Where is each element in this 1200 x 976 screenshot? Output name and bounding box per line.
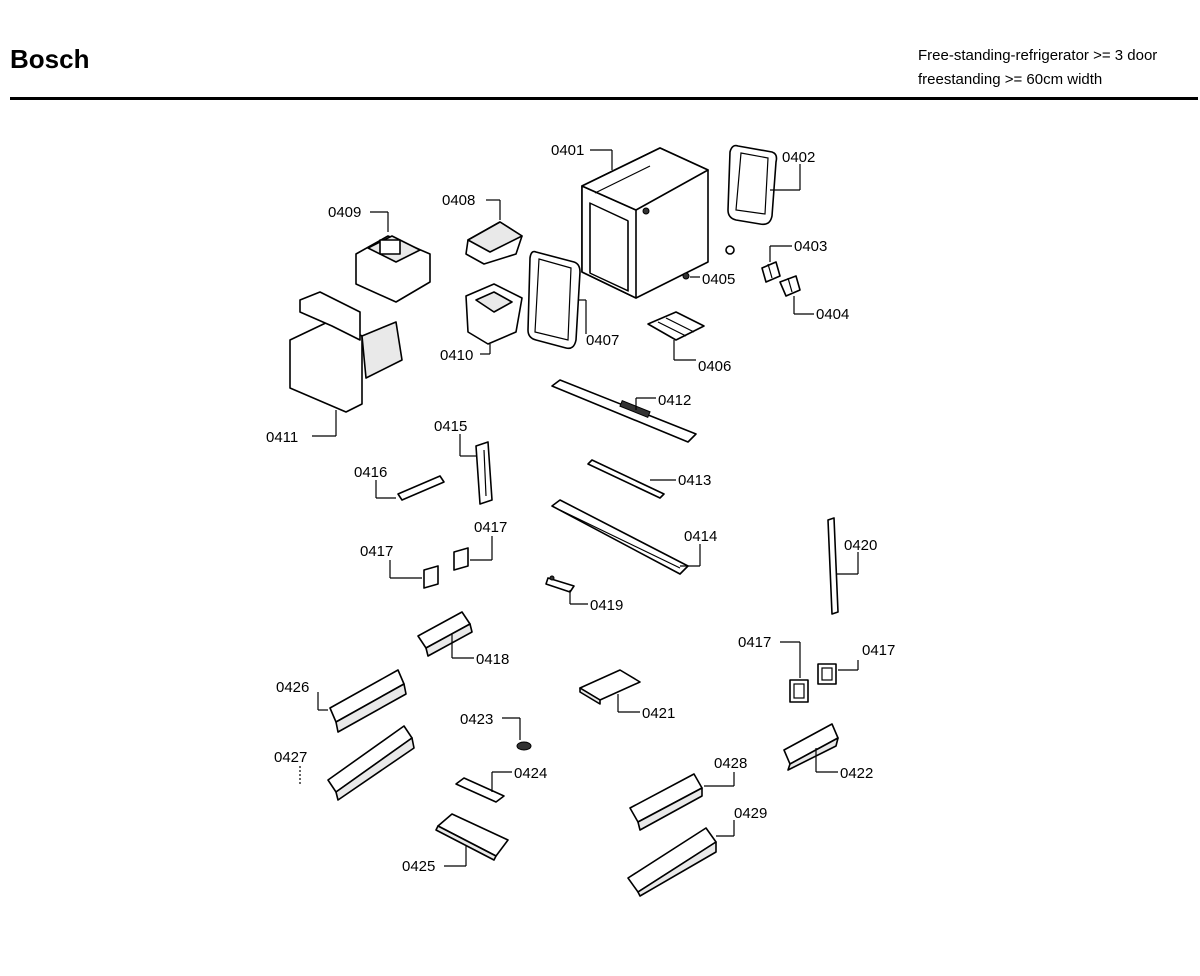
label-0417-c: 0417 <box>738 634 771 651</box>
part-0417-clip-b[interactable] <box>453 547 469 571</box>
part-0419-latch[interactable] <box>545 575 575 593</box>
part-0429-bracket[interactable] <box>627 827 717 897</box>
part-0412-control-panel[interactable] <box>551 379 697 443</box>
label-0412: 0412 <box>658 392 691 409</box>
label-0403: 0403 <box>794 238 827 255</box>
label-0418: 0418 <box>476 651 509 668</box>
category-line-2: freestanding >= 60cm width <box>918 71 1103 88</box>
part-0427-bracket[interactable] <box>327 725 415 801</box>
label-0402: 0402 <box>782 149 815 166</box>
label-0423: 0423 <box>460 711 493 728</box>
part-0425-tray[interactable] <box>435 813 509 861</box>
part-0403-bracket[interactable] <box>761 261 781 283</box>
part-0406-grille[interactable] <box>647 311 705 341</box>
label-0429: 0429 <box>734 805 767 822</box>
part-0404-clip[interactable] <box>779 275 801 297</box>
label-0426: 0426 <box>276 679 309 696</box>
label-0406: 0406 <box>698 358 731 375</box>
header-divider <box>10 97 1198 100</box>
part-0426-bracket[interactable] <box>329 669 407 733</box>
label-0408: 0408 <box>442 192 475 209</box>
label-0414: 0414 <box>684 528 717 545</box>
part-0423-button[interactable] <box>516 741 532 751</box>
part-0417-clip-c[interactable] <box>789 679 809 703</box>
part-0428-bracket[interactable] <box>629 773 703 831</box>
label-0401: 0401 <box>551 142 584 159</box>
part-0418-bracket[interactable] <box>417 611 473 657</box>
label-0419: 0419 <box>590 597 623 614</box>
label-0420: 0420 <box>844 537 877 554</box>
part-0405-screw[interactable] <box>682 245 735 280</box>
part-0420-rod[interactable] <box>827 517 839 615</box>
part-0409-control-module[interactable] <box>355 235 431 303</box>
label-0416: 0416 <box>354 464 387 481</box>
part-0415-rail[interactable] <box>475 441 493 505</box>
part-0401-housing[interactable] <box>581 147 709 299</box>
part-0402-seal[interactable] <box>727 144 778 226</box>
label-0422: 0422 <box>840 765 873 782</box>
part-0417-clip-a[interactable] <box>423 565 439 589</box>
category-line-1: Free-standing-refrigerator >= 3 door <box>918 47 1158 64</box>
appliance-category: Free-standing-refrigerator >= 3 door fre… <box>918 44 1157 92</box>
part-0424-strip[interactable] <box>455 777 505 803</box>
label-0427: 0427 <box>274 749 307 766</box>
label-0425: 0425 <box>402 858 435 875</box>
label-0417-a: 0417 <box>360 543 393 560</box>
part-0421-circuit-board[interactable] <box>579 669 641 705</box>
label-0411: 0411 <box>266 429 298 446</box>
label-0417-b: 0417 <box>474 519 507 536</box>
label-0428: 0428 <box>714 755 747 772</box>
brand-title: Bosch <box>10 44 90 74</box>
part-0408-cover[interactable] <box>465 221 523 265</box>
part-0417-clip-d[interactable] <box>817 663 837 685</box>
part-0413-strip[interactable] <box>587 459 665 499</box>
label-0417-d: 0417 <box>862 642 895 659</box>
part-0414-frame[interactable] <box>551 499 689 575</box>
part-0416-bar[interactable] <box>397 475 445 501</box>
label-0407: 0407 <box>586 332 619 349</box>
part-0407-seal[interactable] <box>527 250 581 350</box>
part-0411-ice-maker[interactable] <box>289 291 403 413</box>
label-0421: 0421 <box>642 705 675 722</box>
label-0410: 0410 <box>440 347 473 364</box>
label-0415: 0415 <box>434 418 467 435</box>
label-0404: 0404 <box>816 306 849 323</box>
label-0409: 0409 <box>328 204 361 221</box>
label-0405: 0405 <box>702 271 735 288</box>
part-0422-bracket[interactable] <box>783 723 839 771</box>
part-0410-dispenser-housing[interactable] <box>465 283 523 345</box>
label-0424: 0424 <box>514 765 547 782</box>
label-0413: 0413 <box>678 472 711 489</box>
